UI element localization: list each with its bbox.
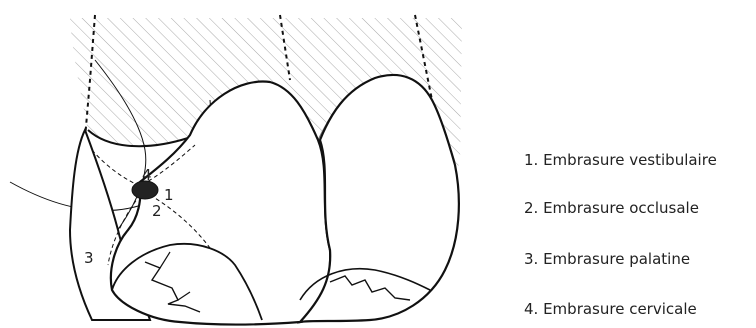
marker-1: 1 (164, 186, 174, 204)
legend: 1. Embrasure vestibulaire 2. Embrasure o… (524, 0, 756, 328)
marker-4: 4 (142, 166, 152, 184)
legend-item-palatine: 3. Embrasure palatine (524, 250, 690, 268)
marker-3: 3 (84, 249, 94, 267)
legend-item-occlusal: 2. Embrasure occlusale (524, 199, 699, 217)
dental-embrasure-illustration: 1 2 3 4 (0, 0, 500, 328)
legend-item-vestibular: 1. Embrasure vestibulaire (524, 151, 717, 169)
legend-item-cervical: 4. Embrasure cervicale (524, 300, 697, 318)
marker-2: 2 (152, 202, 162, 220)
